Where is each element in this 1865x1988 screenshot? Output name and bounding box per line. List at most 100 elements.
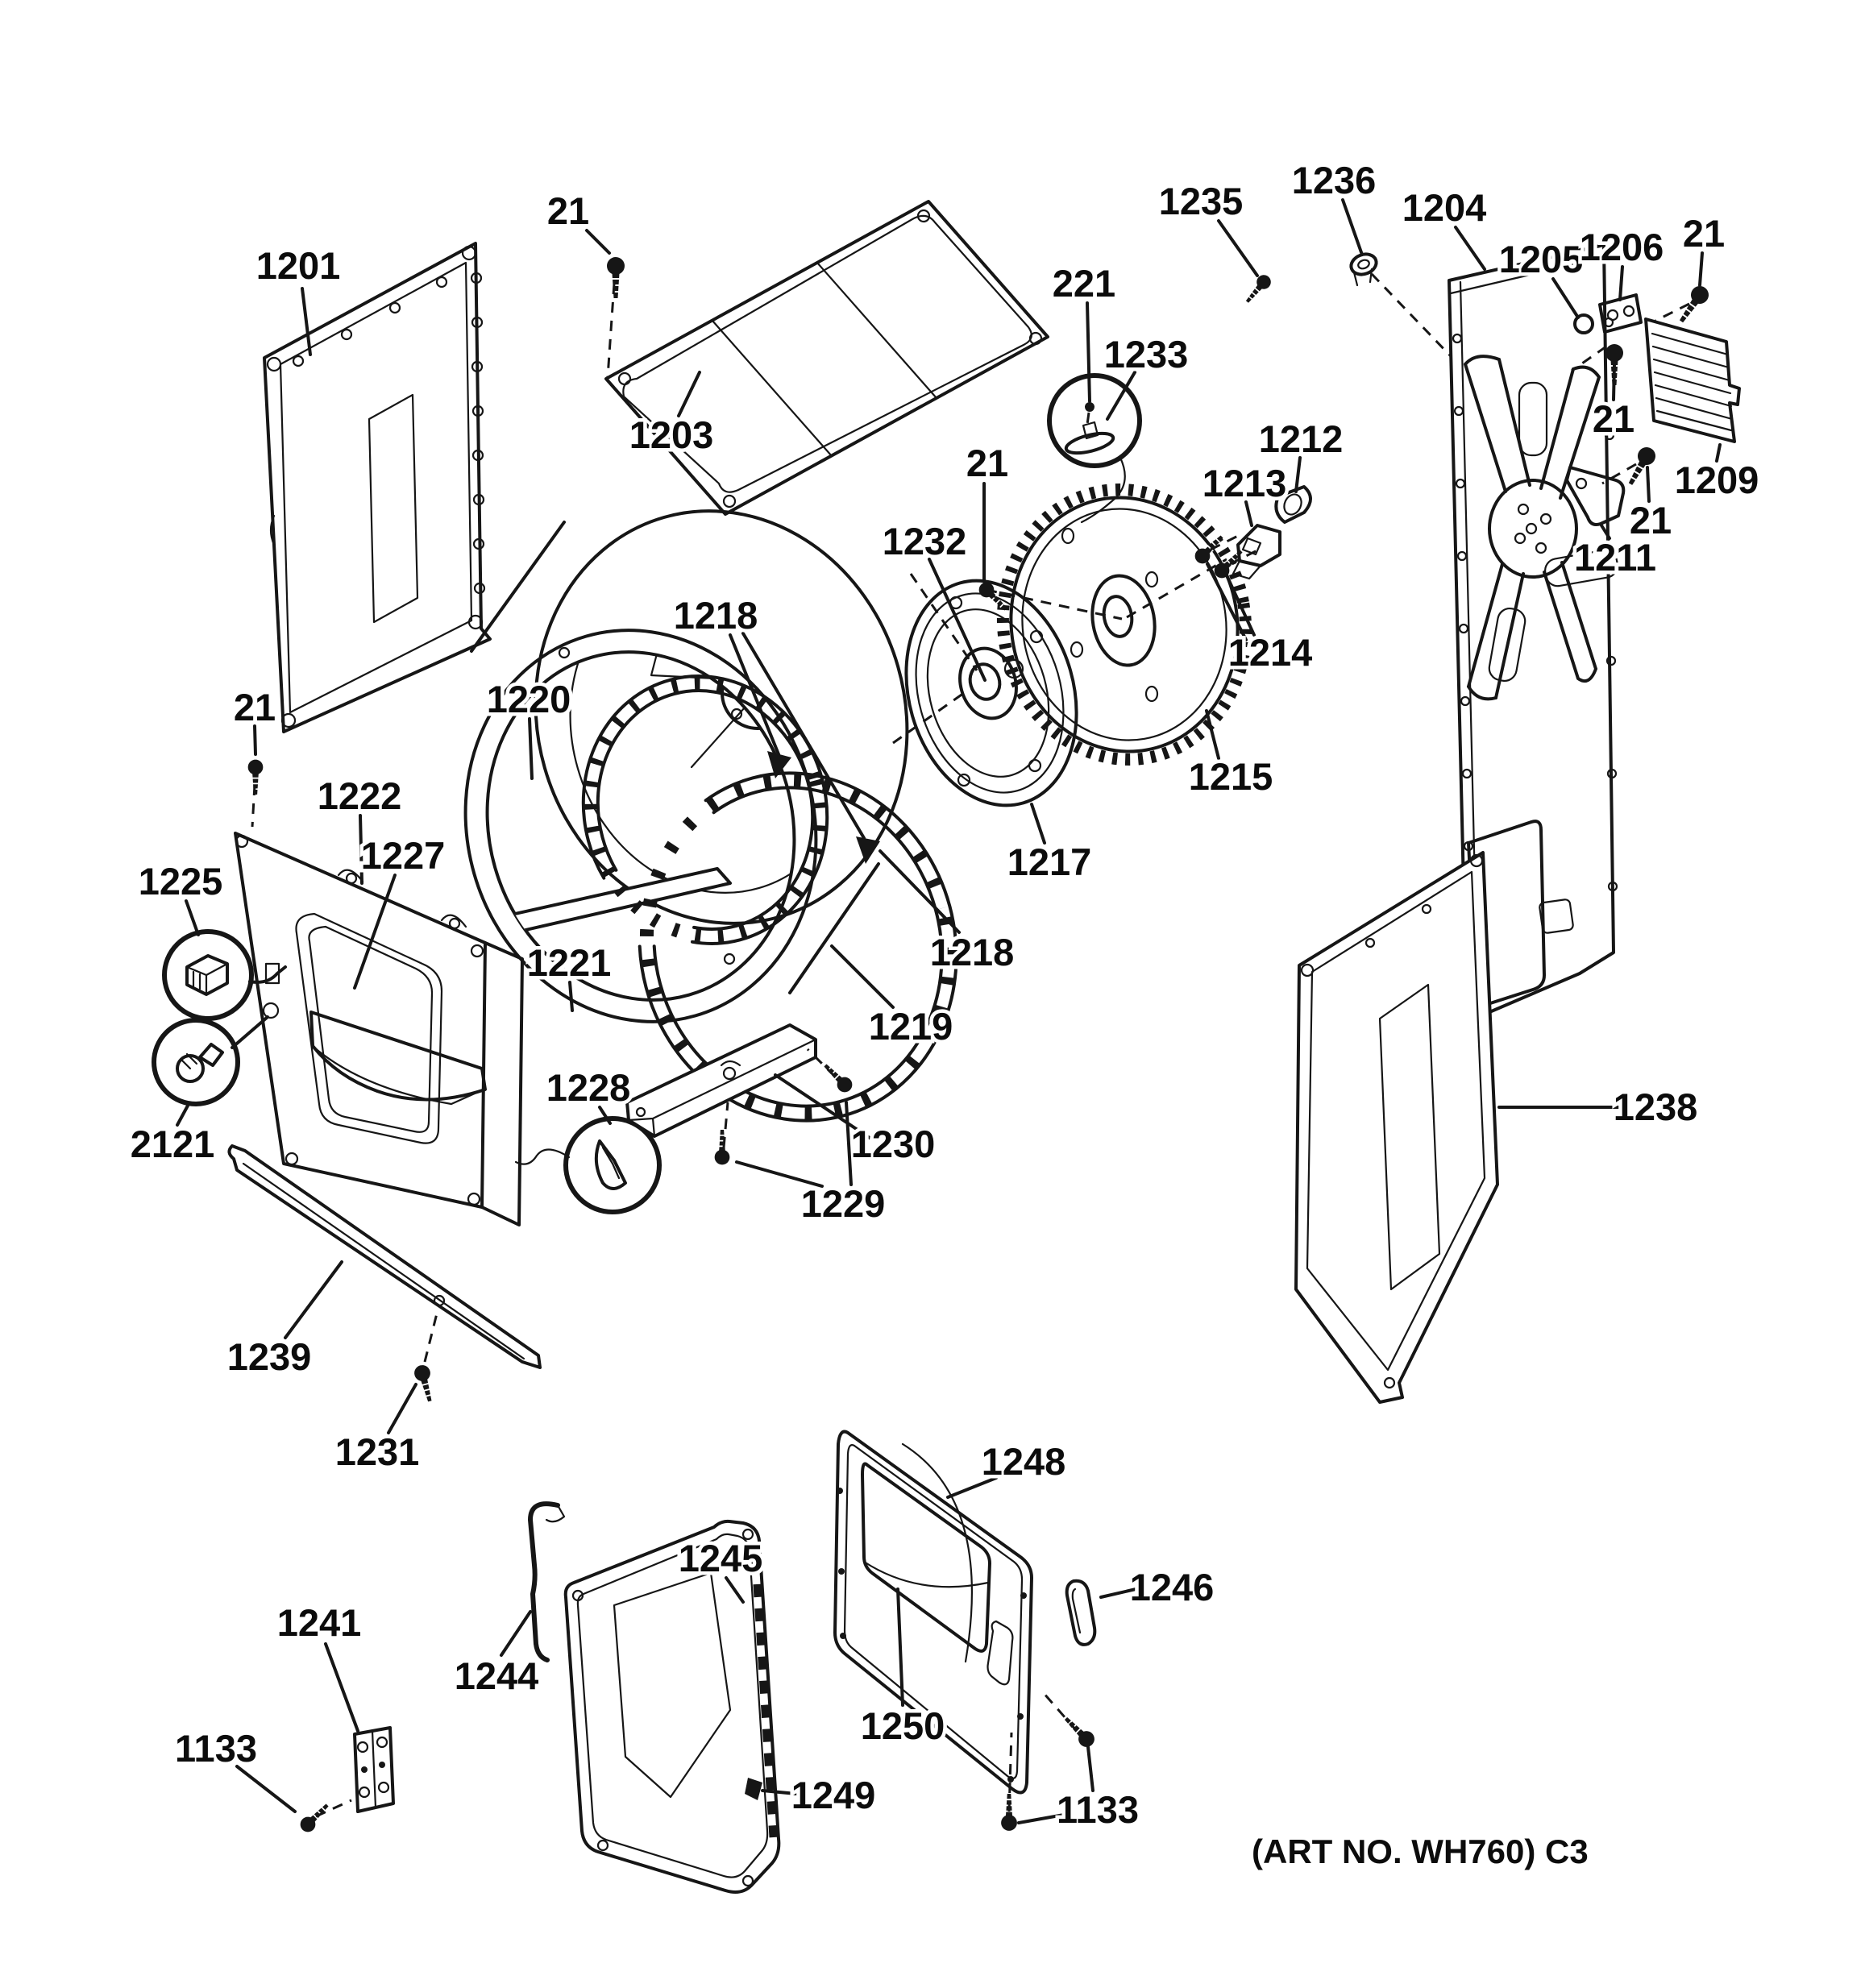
part-label-1213: 1213 [1202, 462, 1287, 504]
part-label-2121: 2121 [131, 1123, 215, 1165]
part-label-1133a: 1133 [175, 1727, 257, 1770]
screw-21-low [1622, 442, 1660, 490]
part-label-1228: 1228 [546, 1066, 631, 1109]
inner-door-panel [563, 1519, 781, 1894]
leader-line-1236 [1341, 198, 1364, 256]
leader-line-1241 [324, 1642, 359, 1733]
callout-2121 [152, 1015, 269, 1106]
part-label-1212: 1212 [1259, 417, 1344, 460]
part-label-1218b: 1218 [930, 931, 1015, 973]
top-panel [604, 200, 1049, 516]
leader-line-1225 [185, 899, 200, 936]
outer-door-panel [833, 1430, 1099, 1832]
leader-line-21d [1646, 466, 1651, 503]
part-label-1204: 1204 [1402, 186, 1487, 229]
leader-line-1233 [1106, 371, 1136, 421]
leader-line-1133b [1017, 1813, 1065, 1824]
leader-line-21a [585, 229, 611, 255]
leader-line-1244 [500, 1610, 532, 1657]
screw-1133-left [296, 1799, 334, 1837]
felt-seal-front [581, 674, 829, 945]
leader-line-1239 [284, 1260, 343, 1339]
door-clip-1249 [745, 1778, 762, 1800]
leader-line-1232 [928, 558, 986, 682]
leader-line-1221 [568, 981, 574, 1012]
screw-1133-door-a [1000, 1793, 1018, 1832]
part-label-1244: 1244 [455, 1654, 539, 1697]
leader-line-1218a [729, 633, 780, 756]
part-label-21e: 21 [966, 442, 1008, 484]
part-label-1231: 1231 [335, 1430, 420, 1473]
part-label-1222: 1222 [318, 774, 402, 817]
kick-strip [227, 1144, 542, 1405]
door-rod [528, 1501, 566, 1662]
part-label-1205: 1205 [1499, 238, 1584, 280]
part-label-221: 221 [1053, 262, 1115, 305]
vent-grille-1209 [1644, 317, 1741, 443]
part-label-1232: 1232 [883, 520, 967, 562]
leader-line-1231 [387, 1383, 417, 1434]
part-label-1227: 1227 [361, 834, 446, 877]
bracket-1213 [1232, 524, 1281, 580]
part-label-1217: 1217 [1007, 840, 1092, 883]
leader-line-1203 [677, 371, 701, 417]
leader-line-1227 [353, 874, 397, 990]
leader-line-1249 [761, 1789, 798, 1795]
part-label-1221: 1221 [527, 941, 612, 984]
leader-line-1213 [1244, 500, 1253, 527]
leader-line-1219 [830, 944, 895, 1009]
drum [463, 509, 909, 1023]
leader-line-1215 [1205, 709, 1220, 760]
callout-1225 [162, 929, 287, 1021]
part-label-1201: 1201 [256, 244, 341, 287]
grommet-1236 [1240, 252, 1452, 358]
screw-1229-b [713, 1129, 731, 1166]
part-label-1206: 1206 [1580, 226, 1664, 268]
part-label-1233: 1233 [1104, 333, 1189, 376]
part-label-1238: 1238 [1614, 1085, 1698, 1128]
part-label-21c: 21 [1593, 397, 1634, 440]
part-label-1230: 1230 [851, 1123, 936, 1165]
part-label-1248: 1248 [982, 1440, 1066, 1483]
leader-line-1230 [774, 1073, 874, 1141]
door-hinge [296, 1726, 395, 1837]
part-label-1133b: 1133 [1057, 1788, 1139, 1831]
art-number-note: (ART NO. WH760) C3 [1252, 1832, 1589, 1870]
leader-line-1201 [301, 287, 312, 356]
leader-line-1214 [1225, 574, 1256, 637]
screw-1133-door-b [1059, 1712, 1099, 1751]
part-label-21b: 21 [1683, 212, 1725, 255]
side-panel-left [263, 242, 492, 733]
part-label-1214: 1214 [1228, 631, 1313, 674]
screw-1229-a [819, 1059, 857, 1097]
part-label-1225: 1225 [139, 860, 223, 903]
part-label-1215: 1215 [1189, 755, 1273, 798]
baffle-clip-a [767, 751, 791, 778]
leader-line-1218a-1 [741, 632, 866, 840]
leader-line-1229 [735, 1160, 824, 1188]
rear-drum-head [892, 573, 1078, 807]
side-panel-right [1294, 851, 1499, 1404]
cover-plate-1211 [1565, 466, 1626, 526]
part-label-1235: 1235 [1159, 180, 1244, 222]
door-handle-1246 [1065, 1579, 1097, 1646]
leader-line-1235 [1217, 219, 1259, 277]
leader-line-21b [1698, 251, 1704, 287]
leader-line-1228 [598, 1106, 612, 1125]
part-label-21a: 21 [547, 189, 589, 232]
part-label-1239: 1239 [227, 1335, 312, 1378]
leader-line-1220 [528, 717, 534, 780]
part-label-21d: 21 [1630, 499, 1672, 542]
leader-line-1209 [1715, 443, 1722, 463]
leader-line-1133b-1 [1086, 1745, 1094, 1792]
part-label-1211: 1211 [1574, 536, 1656, 579]
part-label-1219: 1219 [869, 1005, 953, 1048]
part-label-1250: 1250 [861, 1704, 945, 1747]
front-panel [234, 758, 524, 1226]
leader-line-1245 [725, 1576, 745, 1604]
right-column-parts [1565, 281, 1741, 526]
plate-1206 [1598, 293, 1643, 334]
leader-line-1222 [359, 814, 363, 885]
